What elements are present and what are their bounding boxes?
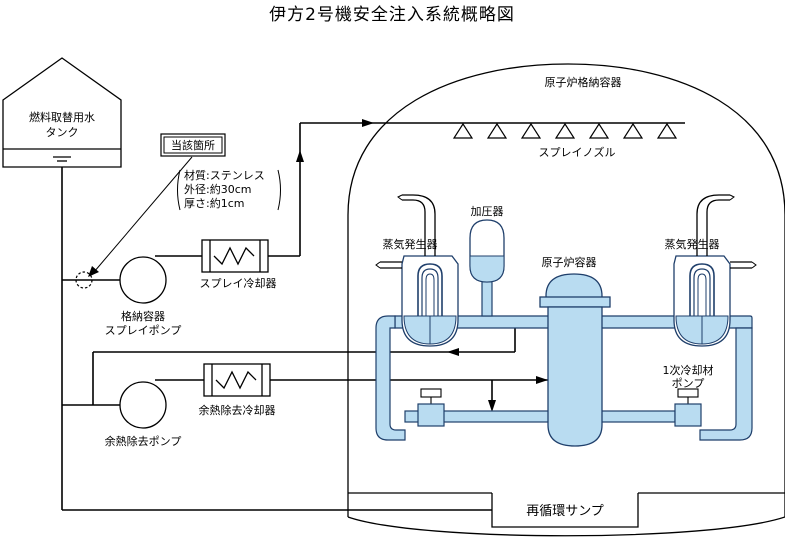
rhr-pump-label: 余熱除去ポンプ: [105, 434, 182, 448]
spec-material: 材質:ステンレス: [184, 168, 265, 182]
diagram-title: 伊方2号機安全注入系統概略図: [269, 5, 515, 25]
flow-arrows: [296, 119, 548, 412]
reactor-coolant-pump-left: [417, 388, 445, 427]
pressurizer: [469, 219, 505, 283]
rhr-cooler: [203, 363, 271, 397]
recirculation-sump: [348, 492, 785, 528]
spec-thickness: 厚さ:約1cm: [184, 196, 244, 210]
reactor-vessel: [539, 273, 611, 447]
reactor-coolant-pump-right: [674, 388, 702, 427]
containment-vessel: [347, 63, 785, 537]
pressurizer-label: 加圧器: [471, 205, 504, 218]
target-location-label: 当該箇所: [171, 138, 215, 152]
sump-label: 再循環サンプ: [526, 504, 604, 519]
cs-pump: [119, 256, 167, 304]
callout-arrowhead: [88, 266, 99, 277]
spray-nozzle-label: スプレイノズル: [539, 145, 616, 159]
primary-coolant-loop: [375, 275, 753, 441]
target-location-marker: [75, 271, 93, 289]
reactor-vessel-label: 原子炉容器: [542, 255, 597, 269]
rhr-cooler-label: 余熱除去冷却器: [199, 403, 276, 417]
cs-pump-label-line1: 格納容器: [121, 309, 165, 323]
piping: [61, 122, 685, 511]
rcp-label-line1: 1次冷却材: [663, 363, 714, 377]
spray-cooler-label: スプレイ冷却器: [200, 277, 277, 290]
tank-label-line1: 燃料取替用水: [29, 110, 95, 124]
rhr-pump: [119, 381, 167, 429]
tank-label-line2: タンク: [46, 126, 79, 139]
steam-generator-right: [673, 194, 757, 347]
spec-bracket-right: [277, 169, 281, 211]
refueling-water-tank: [2, 57, 122, 168]
target-location-box: [160, 133, 226, 157]
cs-pump-label-line2: スプレイポンプ: [105, 324, 182, 337]
spray-nozzles: [452, 122, 678, 139]
spec-diameter: 外径:約30cm: [184, 182, 251, 196]
callout-pointer: [93, 156, 193, 273]
steam-generator-left-label: 蒸気発生器: [383, 237, 438, 251]
containment-label: 原子炉格納容器: [545, 75, 622, 89]
rcp-label-line2: ポンプ: [672, 377, 705, 390]
spray-cooler: [201, 239, 269, 273]
steam-generator-left: [375, 194, 459, 347]
spec-bracket-left: [177, 169, 181, 211]
steam-generator-right-label: 蒸気発生器: [665, 237, 720, 251]
